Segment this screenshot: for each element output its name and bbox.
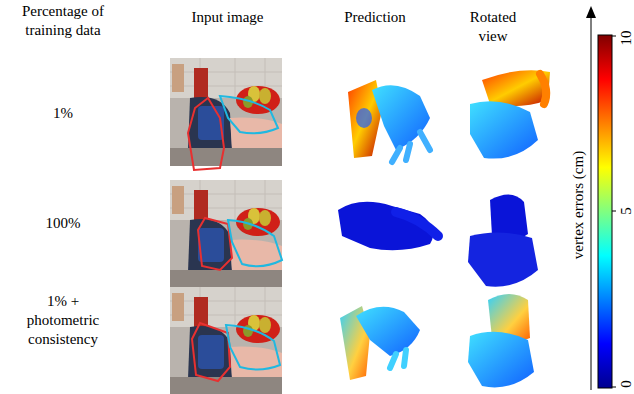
column-heading: Prediction bbox=[330, 8, 420, 27]
row-label: 1% bbox=[2, 104, 124, 123]
tick-label: 0 bbox=[617, 380, 634, 388]
column-heading: Rotated view bbox=[462, 8, 524, 46]
tick-label: 5 bbox=[617, 207, 634, 215]
row-label: 100% bbox=[2, 214, 124, 233]
tick-label: 10 bbox=[617, 31, 634, 46]
row-label: 1% + photometric consistency bbox=[12, 292, 114, 349]
column-heading: Percentage of training data bbox=[2, 2, 124, 40]
column-heading: Input image bbox=[170, 8, 285, 27]
axis-title: vertex errors (cm) bbox=[569, 151, 588, 259]
